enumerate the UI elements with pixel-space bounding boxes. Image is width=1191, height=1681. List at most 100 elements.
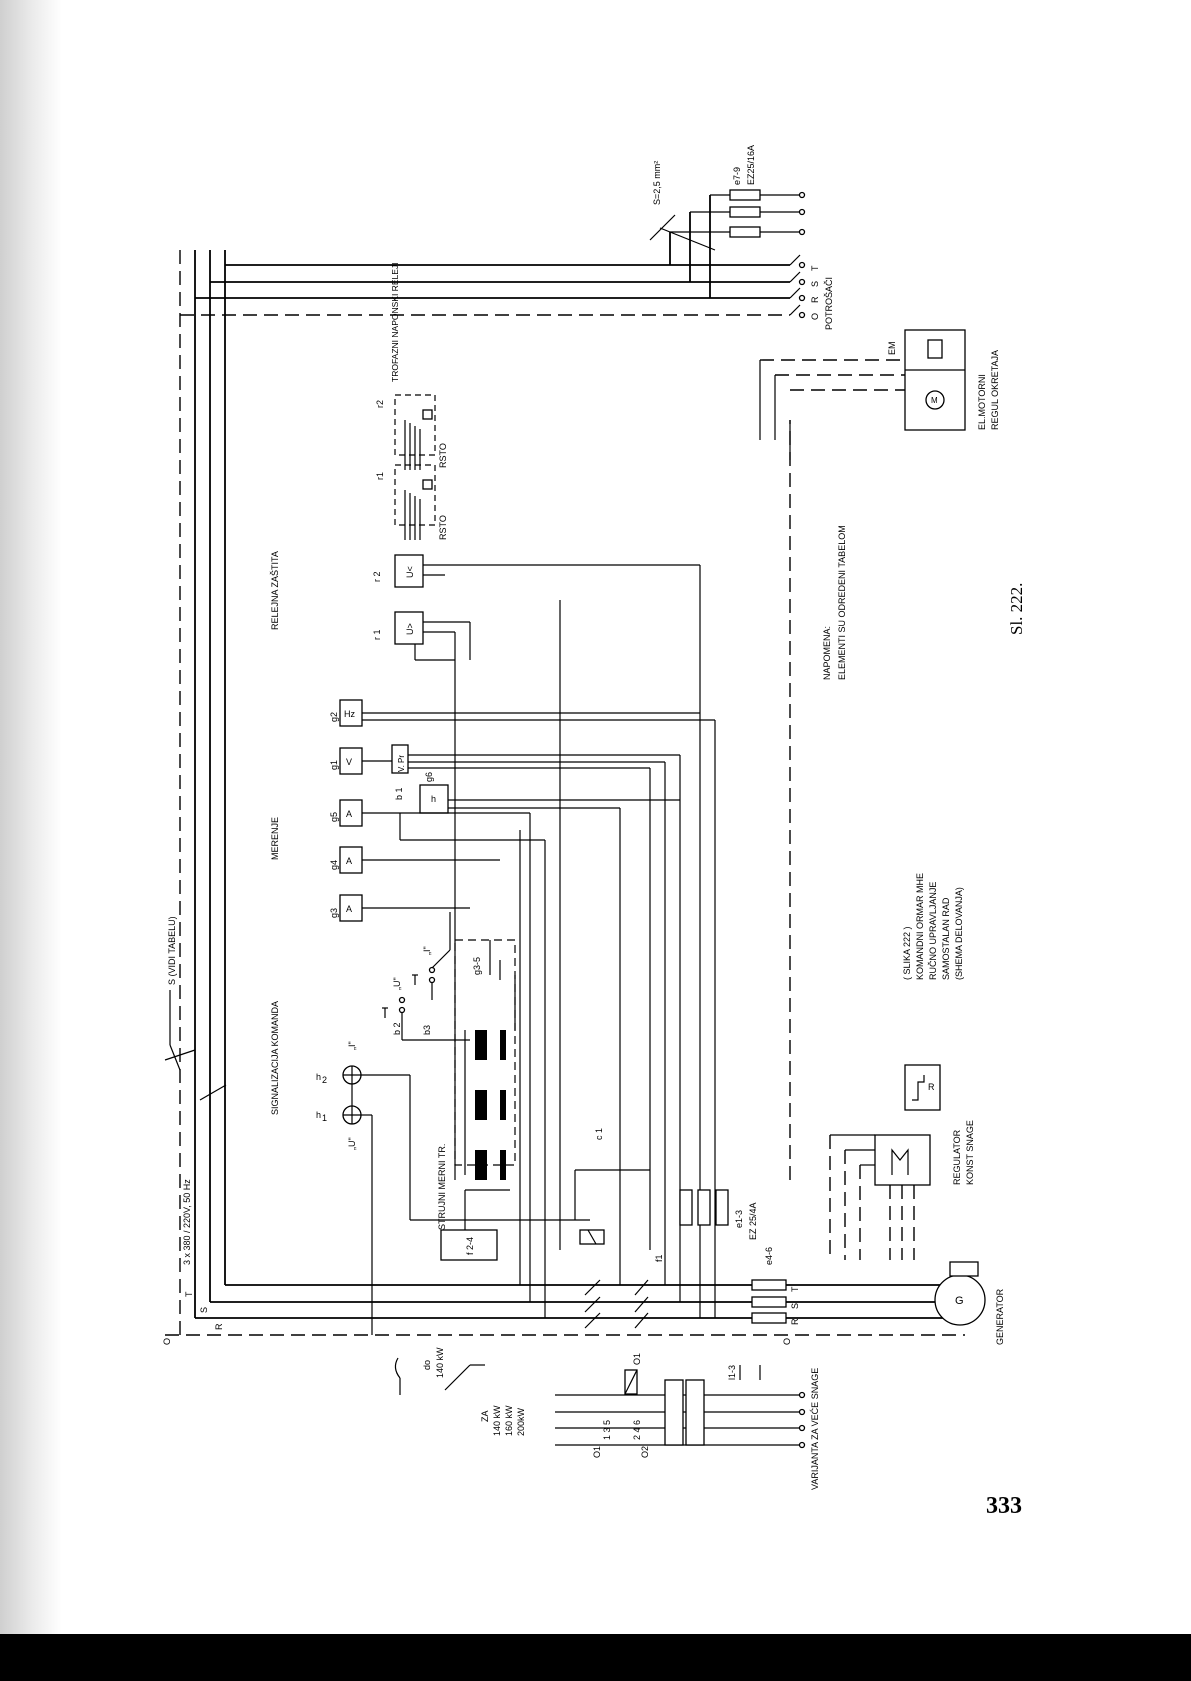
scan-bottom-bar: [0, 1634, 1191, 1681]
generator-label: GENERATOR: [995, 1288, 1005, 1345]
fuse-e1-label: e1-3: [734, 1210, 744, 1228]
f24-label: f 2-4: [465, 1237, 475, 1255]
gen-phase-t: T: [790, 1286, 800, 1292]
relay-r2-id: r 2: [372, 571, 382, 582]
relay-r1-symbol: U>: [405, 623, 415, 635]
section-signaling: SIGNALIZACIJA KOMANDA: [270, 1001, 280, 1115]
meter-g2-symbol: Hz: [344, 709, 355, 719]
consumer-phase-o: O: [810, 313, 820, 320]
fuse-e1-type: EZ 25/4A: [748, 1202, 758, 1240]
ct-label: STRUJNI MERNI TR.: [437, 1144, 447, 1230]
contactor-block: f 2-4 c 1 f1 e1-3: [440, 565, 787, 1329]
button-b2-label: b 2: [392, 1022, 402, 1035]
fuse-e7-type: EZ25/16A: [746, 145, 756, 185]
meter-g5-symbol: A: [346, 809, 352, 819]
l13-label: l1-3: [727, 1365, 737, 1380]
motor-em: M EM EL.MOTORNI REGUL OKRETAJA: [759, 329, 1000, 440]
power-2: 160 kW: [504, 1405, 514, 1436]
meters: A g3 A g4 A g5 V g1 Hz g2 V. Pr b 1 h g6: [329, 699, 715, 922]
fuse-e4-label: e4-6: [764, 1247, 774, 1265]
lamp-h2-label: h: [316, 1072, 321, 1082]
button-b3-label: b3: [422, 1025, 432, 1035]
power-1: 140 kW: [492, 1405, 502, 1436]
voltmeter-switch-label: V. Pr: [397, 755, 406, 772]
motor-m-symbol: M: [931, 396, 938, 405]
regulator-label-1: REGULATOR: [952, 1129, 962, 1185]
upto-label: do: [422, 1360, 432, 1370]
three-phase-relays: r1 r2 RSTO RSTO TROFAZNI NAPONSKI RELEJI: [375, 263, 448, 540]
button-u-label: „U": [392, 977, 402, 990]
supply-label: 3 x 380 / 220V, 50 Hz: [182, 1179, 192, 1265]
consumer-feeders: e7-9 EZ25/16A S=2,5 mm² O R S T POTROŠAČ…: [649, 145, 834, 330]
meter-g5-id: g5: [329, 812, 339, 822]
regulator-r: R: [928, 1082, 935, 1092]
note-title: NAPOMENA:: [822, 626, 832, 680]
consumers-label: POTROŠAČI: [824, 277, 834, 330]
o2-label: O2: [640, 1446, 650, 1458]
cable-note: S (VIDI TABELU): [167, 916, 177, 985]
o1b-label: O1: [632, 1353, 642, 1365]
page-number: 333: [986, 1493, 1022, 1519]
meter-g1-id: g1: [329, 760, 339, 770]
meter-g1-symbol: V: [346, 757, 352, 767]
gen-phase-o: O: [782, 1338, 792, 1345]
scan-edge: [0, 0, 62, 1681]
consumer-phase-t: T: [810, 265, 820, 271]
f1-label: f1: [654, 1254, 664, 1262]
lamp-h1-label: h: [316, 1110, 321, 1120]
tp-relay-label: TROFAZNI NAPONSKI RELEJI: [390, 263, 400, 383]
lamp-h1-sub: 1: [322, 1113, 327, 1123]
bus-phase-r: R: [214, 1323, 224, 1330]
lamp-h2-sub: 2: [322, 1075, 327, 1085]
motor-em-label: EM: [887, 342, 897, 356]
c1-label: c 1: [594, 1128, 604, 1140]
section-relay-1: RELEJNA ZAŠTITA: [270, 551, 280, 630]
terms-top: 1 3 5: [602, 1420, 612, 1440]
caption-line-5: (SHEMA DELOVANJA): [954, 887, 964, 980]
meter-g3-symbol: A: [346, 904, 352, 914]
bus-phase-o: O: [162, 1338, 172, 1345]
power-3: 200kW: [516, 1407, 526, 1436]
button-i-label: „I": [422, 946, 432, 955]
o1-label: O1: [592, 1446, 602, 1458]
caption-line-4: SAMOSTALAN RAD: [941, 897, 951, 980]
caption-line-3: RUČNO UPRAVLJANJE: [928, 882, 938, 980]
tp-relay-phases-1: RSTO: [438, 515, 448, 540]
regulator-label-2: KONST SNAGE: [965, 1120, 975, 1185]
fuse-e7-label: e7-9: [732, 167, 742, 185]
tp-relay-r1: r1: [375, 472, 385, 480]
lamp-u-label: „U": [347, 1137, 357, 1150]
caption-line-2: KOMANDNI ORMAR MHE: [915, 873, 925, 980]
lamp-i-label: „I": [347, 1041, 357, 1050]
consumer-cable-label: S=2,5 mm²: [652, 161, 662, 205]
generator: G GENERATOR O R S T: [782, 1261, 1005, 1345]
section-measuring: MERENJE: [270, 817, 280, 860]
buttons: b 2 b3 „U" „I": [382, 912, 470, 1041]
caption-line-1: ( SLIKA 222 ): [902, 926, 912, 980]
consumer-phase-s: S: [810, 281, 820, 287]
relay-r2-symbol: U<: [405, 566, 415, 578]
hour-meter-symbol: h: [431, 794, 436, 804]
signal-lamps: h 1 h 2 „U" „I": [316, 1041, 590, 1335]
gen-phase-s: S: [790, 1303, 800, 1309]
current-transformers: STRUJNI MERNI TR. g3-5: [437, 939, 516, 1230]
meter-g4-id: g4: [329, 860, 339, 870]
regulator: R REGULATOR KONST SNAGE: [829, 1064, 975, 1260]
gen-phase-r: R: [790, 1318, 800, 1325]
meter-g4-symbol: A: [346, 856, 352, 866]
hour-meter-id: g6: [424, 772, 434, 782]
variant-label: VARIJANTA ZA VEĆE SNAGE: [810, 1368, 820, 1490]
relay-r1-id: r 1: [372, 629, 382, 640]
motor-label-1: EL.MOTORNI: [977, 374, 987, 430]
voltmeter-switch-id: b 1: [394, 787, 404, 800]
figure-caption: Sl. 222.: [1007, 583, 1026, 635]
for-label: ZA: [480, 1410, 490, 1422]
bus-phase-t: T: [184, 1291, 194, 1297]
meter-g2-id: g2: [329, 712, 339, 722]
ct-group-label: g3-5: [472, 957, 482, 975]
upto-power: 140 kW: [435, 1347, 445, 1378]
tp-relay-r2: r2: [375, 400, 385, 408]
consumer-phase-r: R: [810, 296, 820, 303]
motor-label-2: REGUL OKRETAJA: [990, 350, 1000, 430]
